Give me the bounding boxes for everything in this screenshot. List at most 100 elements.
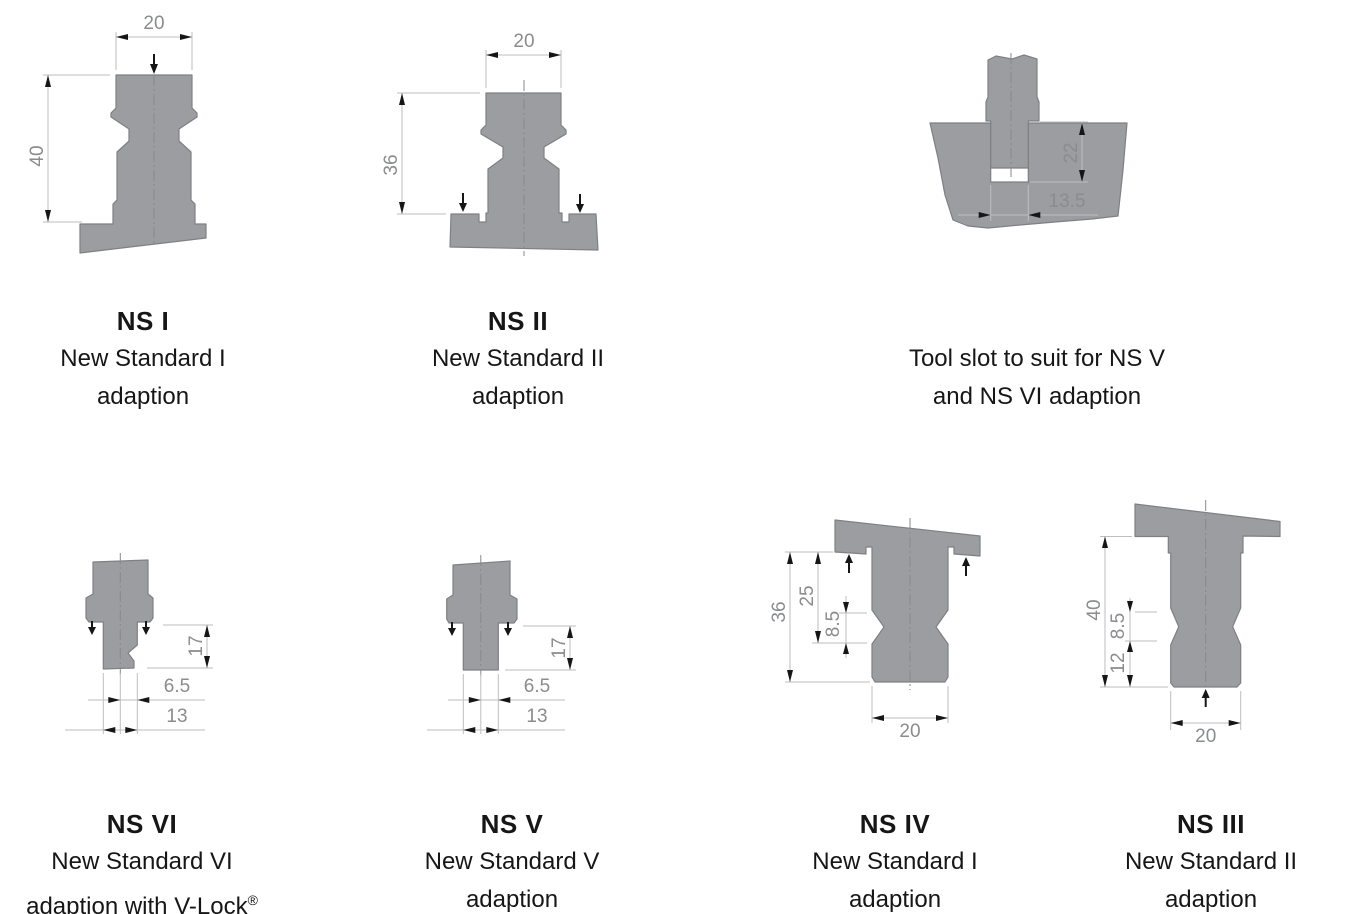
ns2-height-dimension-line: [397, 92, 480, 215]
registered-trademark-mark: ®: [247, 892, 258, 908]
ns1-pressure-arrow-icon: [150, 64, 158, 74]
ns4-caption-line3: adaption: [848, 886, 942, 913]
ns2-caption-line3: adaption: [471, 383, 565, 410]
ns5-clamp-arrow-icon: [448, 628, 456, 636]
ns6-caption: NS VI New Standard VI adaption with V-Lo…: [2, 805, 282, 914]
dim-arrow-icon: [1127, 675, 1133, 687]
dim-arrow-icon: [486, 52, 498, 58]
ns5-caption-title: NS V: [480, 809, 544, 839]
ns4-total-height-dim-label: 36: [769, 601, 790, 622]
dim-arrow-icon: [399, 202, 405, 214]
ns3-lower-dim-label: 12: [1108, 652, 1129, 673]
ns3-total-height-dim-label: 40: [1084, 599, 1105, 620]
ns1-caption-line3: adaption: [96, 383, 190, 410]
ns2-caption: NS II New Standard II adaption: [393, 302, 643, 416]
dim-arrow-icon: [137, 697, 150, 703]
dim-arrow-icon: [815, 631, 821, 643]
dim-arrow-icon: [843, 643, 849, 654]
ns2-drawing: 20 36: [381, 31, 599, 256]
ns6-drawing: 17 6.5 13: [65, 553, 213, 734]
ns2-clamp-arrow-icon: [459, 203, 467, 212]
ns6-profile-shape: [85, 559, 154, 670]
ns6-caption-line2: New Standard VI: [51, 848, 233, 875]
ns3-profile-shape: [1134, 503, 1281, 688]
ns4-caption: NS IV New Standard I adaption: [770, 805, 1020, 914]
ns4-clamp-arrow-icon: [845, 554, 853, 563]
dim-arrow-icon: [486, 727, 499, 733]
dim-arrow-icon: [180, 34, 192, 40]
ns2-width-dim-label: 20: [513, 31, 534, 52]
toolslot-width-dim-label: 13.5: [1049, 191, 1086, 212]
ns4-caption-line2: New Standard I: [812, 848, 978, 875]
dim-arrow-icon: [1079, 170, 1085, 182]
dim-arrow-icon: [978, 212, 991, 218]
toolslot-block-shape: [929, 122, 1128, 229]
ns6-caption-line3: adaption with V-Lock®: [2, 881, 282, 914]
ns5-profile-shape: [446, 560, 518, 671]
dim-arrow-icon: [1127, 601, 1133, 612]
dim-arrow-icon: [567, 658, 573, 670]
ns5-caption: NS V New Standard V adaption: [387, 805, 637, 914]
ns4-upper-height-dimension-line: [812, 552, 867, 644]
dim-arrow-icon: [399, 93, 405, 105]
ns6-clamp-arrow-icon: [88, 627, 96, 635]
ns1-caption-title: NS I: [116, 306, 170, 336]
ns1-drawing: 20 40: [27, 13, 207, 254]
ns3-neck-dim-label: 8.5: [1108, 613, 1129, 639]
ns3-width-dim-label: 20: [1195, 726, 1216, 747]
dim-arrow-icon: [1102, 675, 1108, 687]
dim-arrow-icon: [463, 727, 476, 733]
dim-arrow-icon: [108, 697, 121, 703]
dim-arrow-icon: [872, 715, 884, 721]
dim-arrow-icon: [843, 602, 849, 613]
toolslot-caption-line2: and NS VI adaption: [932, 383, 1142, 410]
ns3-drawing: 40 8.5 12 20: [1084, 500, 1281, 747]
ns4-profile-shape: [834, 519, 981, 683]
ns3-pressure-arrow-icon: [1201, 689, 1210, 698]
dim-arrow-icon: [498, 697, 511, 703]
ns2-caption-line2: New Standard II: [431, 345, 605, 372]
ns3-total-height-dimension-line: [1100, 536, 1168, 688]
ns1-height-dim-label: 40: [27, 145, 48, 166]
ns1-height-dimension-line: [43, 74, 110, 223]
ns1-width-extension-lines: [115, 32, 193, 70]
ns1-profile-shape: [79, 74, 207, 254]
dim-arrow-icon: [45, 210, 51, 222]
dim-arrow-icon: [936, 715, 948, 721]
ns6-clamp-arrow-icon: [142, 627, 150, 635]
ns4-width-dimension-line: [871, 686, 949, 723]
dim-arrow-icon: [45, 75, 51, 87]
dim-arrow-icon: [204, 625, 210, 637]
ns5-caption-line2: New Standard V: [424, 848, 600, 875]
ns1-caption: NS I New Standard I adaption: [18, 302, 268, 416]
dim-arrow-icon: [103, 727, 116, 733]
ns4-caption-title: NS IV: [859, 809, 931, 839]
ns3-caption: NS III New Standard II adaption: [1086, 805, 1336, 914]
ns3-caption-line3: adaption: [1164, 886, 1258, 913]
ns3-caption-line2: New Standard II: [1124, 848, 1298, 875]
ns2-height-dim-label: 36: [381, 154, 402, 175]
dim-arrow-icon: [204, 656, 210, 668]
dim-arrow-icon: [1079, 123, 1085, 135]
toolslot-drawing: 22 13.5: [929, 53, 1128, 229]
ns5-caption-line3: adaption: [465, 886, 559, 913]
ns5-width-dim-label: 13: [526, 706, 547, 727]
ns6-height-dim-label: 17: [186, 635, 207, 656]
dim-arrow-icon: [787, 670, 793, 682]
ns6-width-dim-label: 13: [166, 706, 187, 727]
ns6-caption-title: NS VI: [106, 809, 178, 839]
dim-arrow-icon: [1170, 720, 1183, 726]
ns4-width-dim-label: 20: [899, 721, 920, 742]
ns1-width-dim-label: 20: [143, 13, 164, 34]
toolslot-caption: Tool slot to suit for NS V and NS VI ada…: [862, 340, 1212, 416]
ns4-neck-dim-label: 8.5: [823, 611, 844, 637]
ns2-caption-title: NS II: [487, 306, 549, 336]
dim-arrow-icon: [549, 52, 561, 58]
ns6-halfwidth-dim-label: 6.5: [164, 676, 190, 697]
ns1-caption-line2: New Standard I: [60, 345, 226, 372]
ns6-caption-line3-text: adaption with V-Lock: [26, 893, 248, 914]
dim-arrow-icon: [1102, 536, 1108, 548]
ns5-clamp-arrow-icon: [504, 628, 512, 636]
toolslot-tang-shape: [985, 54, 1040, 169]
